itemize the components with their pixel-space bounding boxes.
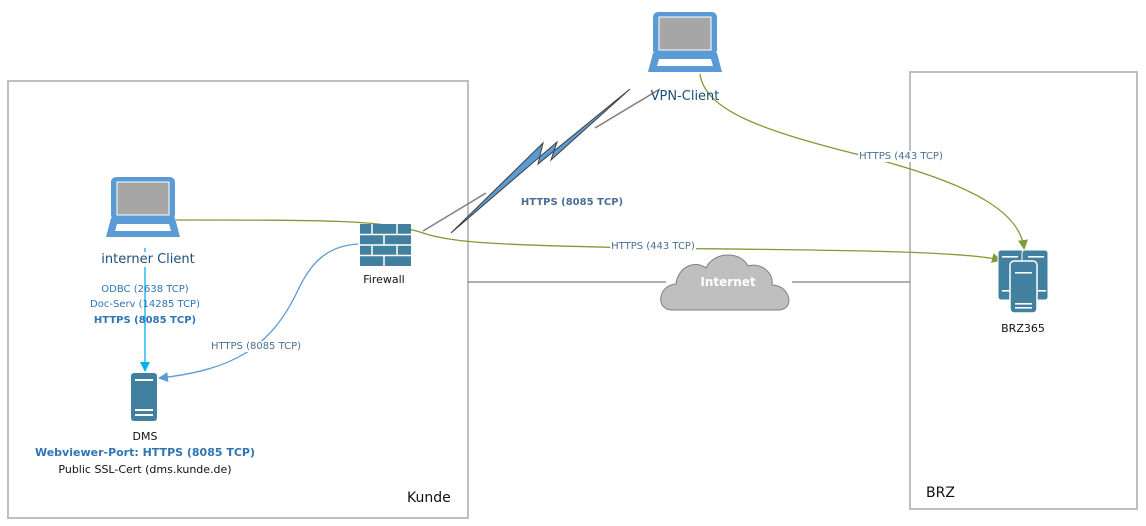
vpn-tunnel-label: HTTPS (8085 TCP) [520, 197, 624, 208]
brz365-label: BRZ365 [1001, 322, 1045, 335]
vpn-tunnel-line-right [594, 88, 661, 129]
docserv-port-label: Doc-Serv (14285 TCP) [90, 299, 200, 310]
customer-zone-label: Kunde [407, 490, 451, 506]
dms-webviewer-port-label: Webviewer-Port: HTTPS (8085 TCP) [34, 446, 256, 459]
internal-client-label: interner Client [99, 252, 197, 267]
https-port-label: HTTPS (8085 TCP) [93, 315, 197, 326]
vpn-tunnel-line-left [422, 192, 487, 232]
client-to-brz-connector [175, 219, 1002, 263]
firewall-icon [360, 224, 411, 266]
brz365-server-cluster-icon [997, 249, 1049, 314]
dms-server-icon [131, 373, 157, 421]
datacenter-zone [909, 71, 1138, 510]
firewall-to-dms-connector [158, 243, 359, 383]
datacenter-zone-label: BRZ [926, 485, 955, 501]
internal-client-laptop-icon [106, 177, 180, 237]
internet-cloud-icon [660, 254, 790, 311]
vpn-client-laptop-icon [648, 12, 722, 72]
odbc-port-label: ODBC (2638 TCP) [101, 284, 189, 295]
vpn-tunnel-lightning-icon [450, 88, 631, 234]
dms-label: DMS [132, 430, 158, 443]
firewall-label: Firewall [363, 273, 405, 286]
firewall-to-dms-label: HTTPS (8085 TCP) [209, 341, 303, 352]
vpn-to-brz-label: HTTPS (443 TCP) [858, 151, 944, 162]
dms-ssl-cert-label: Public SSL-Cert (dms.kunde.de) [58, 463, 232, 476]
client-to-brz-label: HTTPS (443 TCP) [610, 241, 696, 252]
internet-label: Internet [700, 275, 756, 289]
vpn-client-label: VPN-Client [650, 89, 720, 104]
customer-zone [7, 80, 469, 519]
